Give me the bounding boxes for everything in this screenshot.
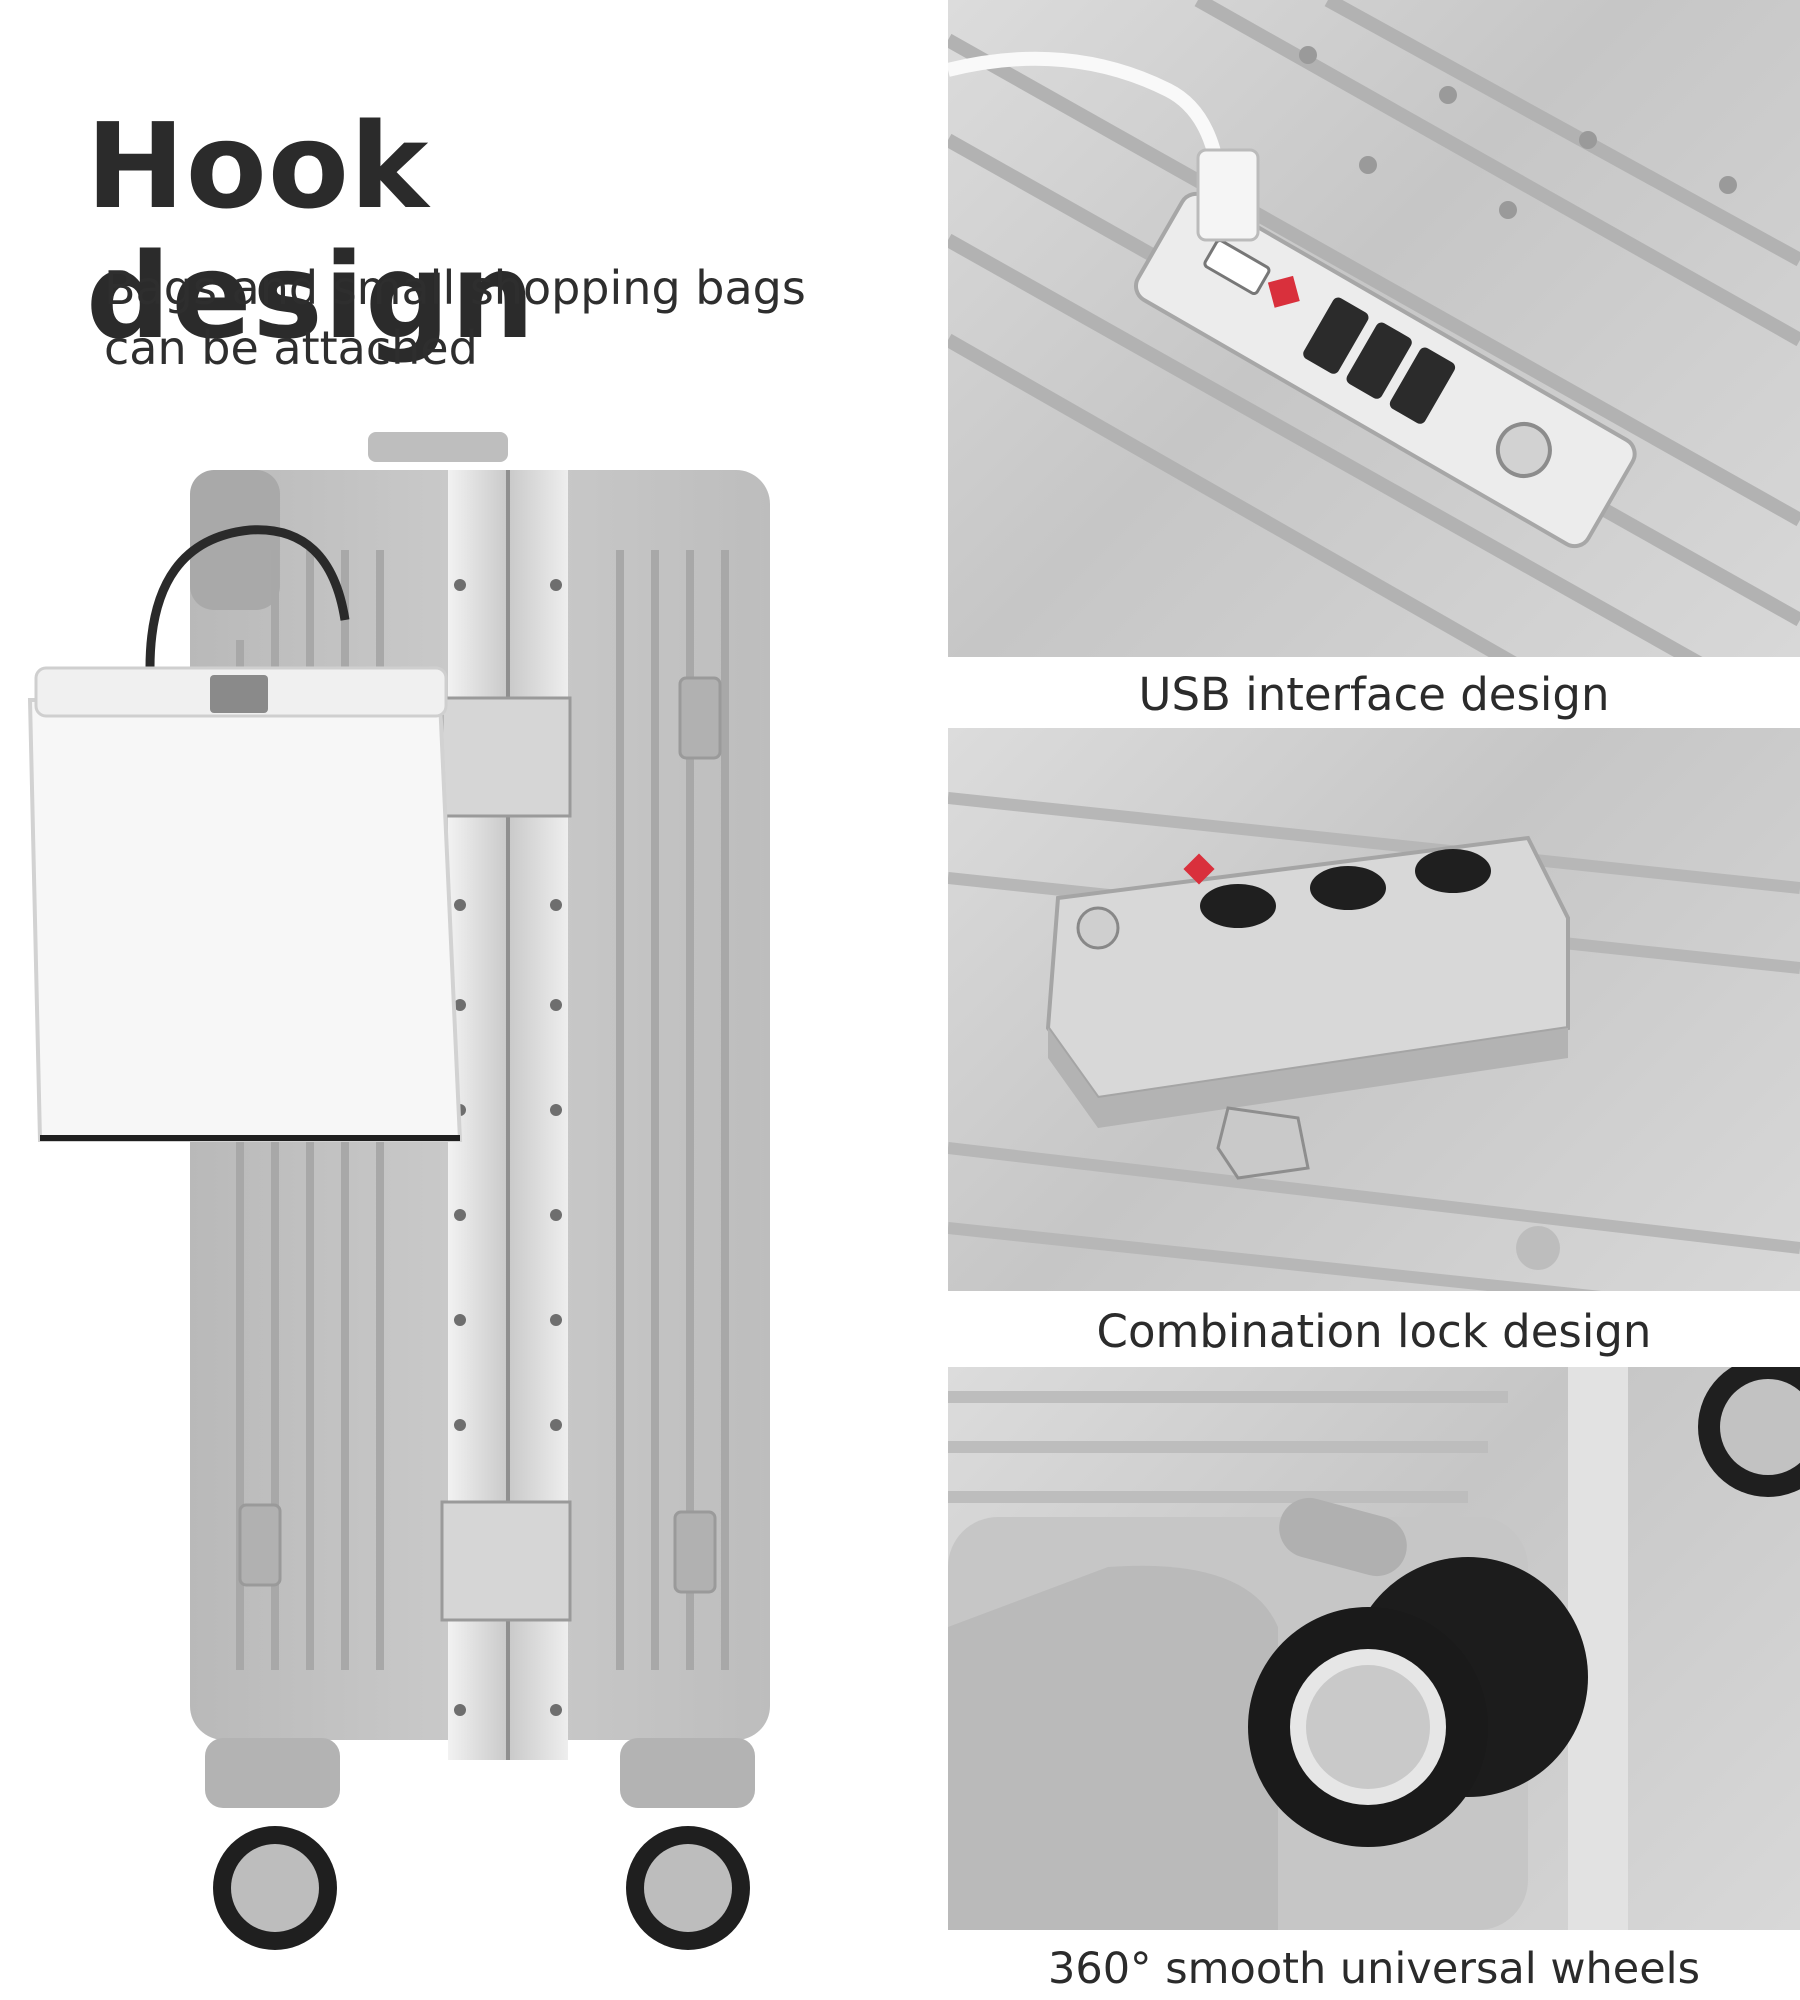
side-latch-left bbox=[238, 1503, 282, 1587]
subtitle-line-1: Bags and small shopping bags bbox=[104, 261, 806, 315]
suitcase-image bbox=[0, 420, 900, 1980]
handbag-clasp bbox=[210, 675, 268, 713]
key-hole-icon bbox=[1076, 906, 1120, 950]
subtitle-line-2: can be attached bbox=[104, 321, 478, 375]
wheels-panel bbox=[948, 1367, 1800, 1930]
lock-latch bbox=[1216, 1106, 1310, 1180]
wheel-housing-right bbox=[620, 1738, 755, 1808]
key-lock-icon bbox=[1495, 422, 1552, 478]
corner-cap bbox=[190, 470, 280, 610]
top-handle bbox=[368, 432, 508, 462]
lock-dials bbox=[1200, 849, 1491, 928]
spinner-wheel-illustration bbox=[948, 1367, 1800, 1930]
side-latch-top bbox=[678, 676, 722, 760]
combination-lock-panel bbox=[948, 728, 1800, 1291]
tsa-badge-icon bbox=[1267, 275, 1300, 308]
combination-dials bbox=[1389, 347, 1456, 424]
page-subtitle: Bags and small shopping bags can be atta… bbox=[104, 258, 864, 378]
usb-port bbox=[1203, 238, 1271, 296]
frame-rivets bbox=[454, 579, 562, 1716]
caption-usb-interface: USB interface design bbox=[1138, 668, 1610, 721]
page-title: Hook design bbox=[86, 97, 536, 365]
side-latch-right bbox=[673, 1510, 717, 1594]
suitcase-illustration bbox=[27, 432, 770, 1950]
usb-port-illustration bbox=[948, 0, 1800, 657]
handbag-on-hook bbox=[27, 525, 463, 1142]
wheel-housing-left bbox=[205, 1738, 340, 1808]
upper-hinge bbox=[440, 696, 572, 818]
usb-interface-panel bbox=[948, 0, 1800, 657]
combination-lock-illustration bbox=[948, 792, 1800, 1291]
usb-cable bbox=[948, 51, 1225, 172]
caster-arm bbox=[1279, 1497, 1407, 1577]
caption-universal-wheels: 360° smooth universal wheels bbox=[1047, 1944, 1700, 1994]
lower-hinge bbox=[440, 1500, 572, 1622]
caption-combination-lock: Combination lock design bbox=[1096, 1305, 1652, 1358]
